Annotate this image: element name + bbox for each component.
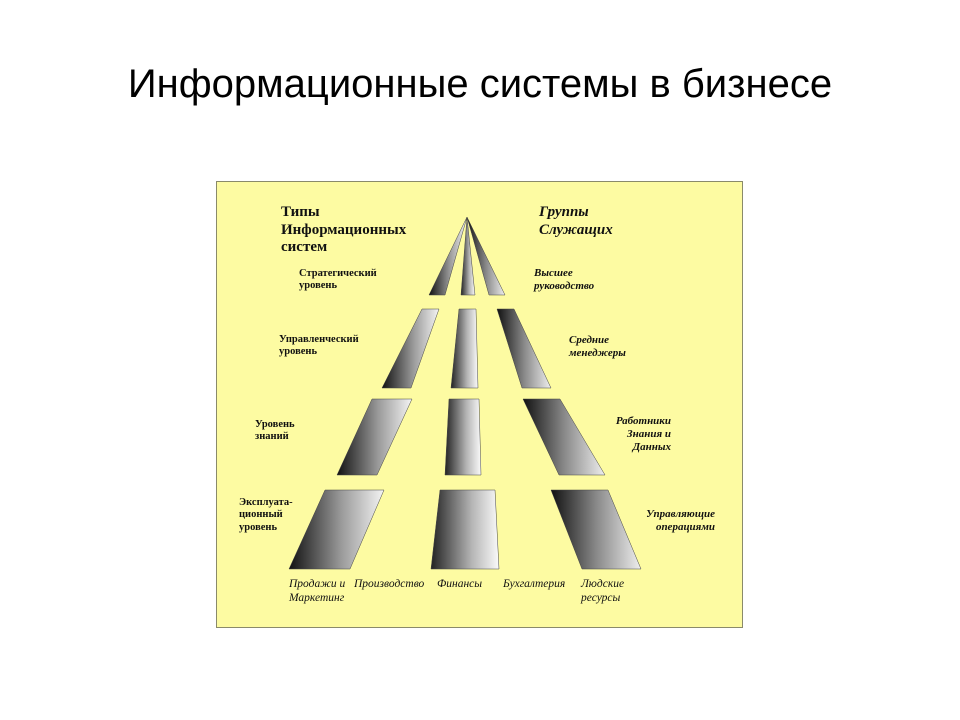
management-center-segment (450, 308, 479, 389)
strategic-right-segment (466, 216, 506, 296)
department-production: Производство (354, 578, 425, 590)
operational-right-segment (550, 489, 642, 570)
department-sales-marketing: Продажи и Маркетинг (289, 578, 346, 604)
level-label-operational: Эксплуата- ционный уровень (239, 497, 293, 533)
level-label-strategic: Стратегический уровень (299, 268, 377, 292)
management-tier (381, 308, 552, 389)
department-accounting: Бухгалтерия (503, 578, 566, 590)
knowledge-tier (336, 398, 606, 476)
group-label-knowledge-workers: Работники Знания и Данных (615, 415, 671, 453)
pyramid-diagram-panel: Типы Информационных систем Группы Служащ… (216, 181, 743, 628)
group-label-middle-managers: Средние менеджеры (569, 334, 626, 359)
systems-types-header: Типы Информационных систем (281, 204, 407, 256)
strategic-tier (428, 216, 506, 296)
employee-groups-header: Группы Служащих (539, 204, 613, 238)
knowledge-right-segment (522, 398, 606, 476)
operational-center-segment (430, 489, 500, 570)
slide-title: Информационные системы в бизнесе (127, 62, 833, 106)
pyramid-graphic (288, 216, 642, 570)
knowledge-left-segment (336, 398, 413, 476)
management-right-segment (496, 308, 552, 389)
strategic-center-segment (460, 216, 476, 296)
knowledge-center-segment (444, 398, 482, 476)
group-label-operations: Управляющие операциями (646, 508, 715, 533)
operational-left-segment (288, 489, 385, 570)
level-label-knowledge: Уровень знаний (255, 419, 295, 443)
group-label-top-management: Высшее руководство (534, 267, 595, 292)
operational-tier (288, 489, 642, 570)
department-human-resources: Людские ресурсы (581, 578, 625, 604)
department-finance: Финансы (437, 578, 483, 590)
strategic-left-segment (428, 216, 468, 296)
management-left-segment (381, 308, 440, 389)
level-label-management: Управленческий уровень (279, 334, 359, 358)
